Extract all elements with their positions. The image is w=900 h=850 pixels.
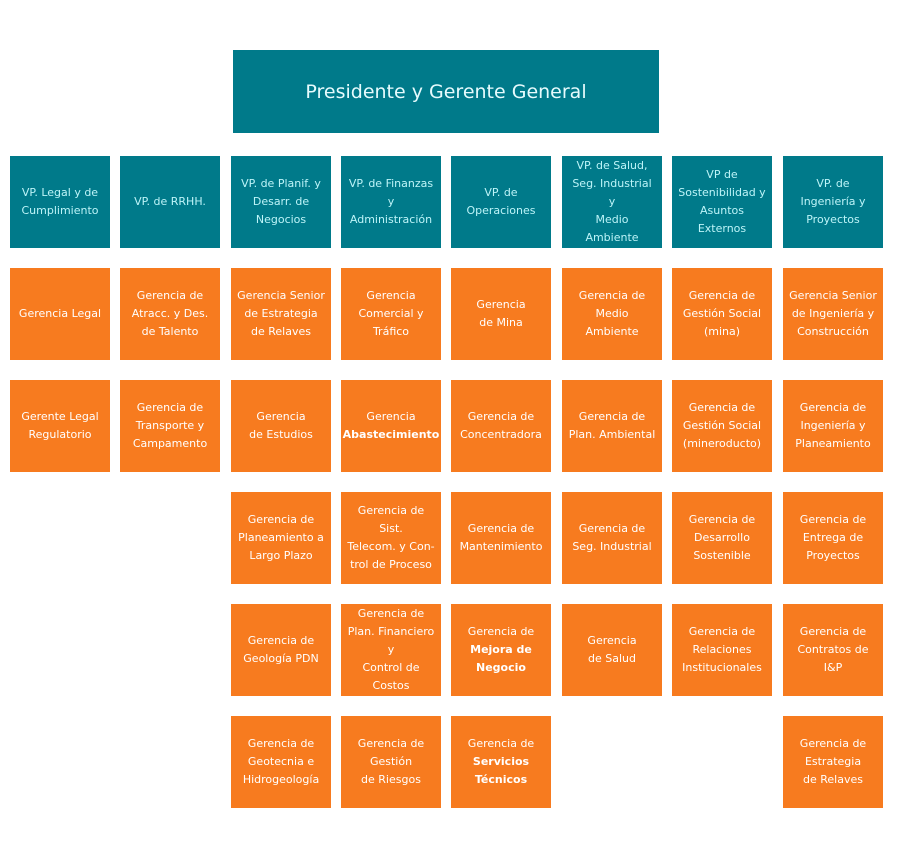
vp-label: VP de Sostenibilidad y Asuntos Externos [678,168,766,235]
gerencia-label: Gerencia Legal [18,307,102,320]
vp-label: VP. de RRHH. [134,195,206,208]
gerencia-label: Gerencia de Sist.Telecom. y Con-trol de … [347,504,435,571]
vp-box: VP. de Planif. y Desarr. de Negocios [231,156,331,248]
vp-label: VP. de Planif. y Desarr. de Negocios [241,177,321,226]
vp-box: VP. de Ingeniería y Proyectos [783,156,883,248]
vp-box: VP de Sostenibilidad y Asuntos Externos [672,156,772,248]
vp-box: VP. de Salud, Seg. Industrial y Medio Am… [562,156,662,248]
vp-box: VP. de Finanzas y Administración [341,156,441,248]
vp-box: VP. de Operaciones [451,156,551,248]
gerencia-box: Gerencia Legal [10,268,110,360]
vp-label: VP. de Operaciones [466,186,536,217]
vp-box: VP. de RRHH. [120,156,220,248]
vp-box: VP. Legal y de Cumplimiento [10,156,110,248]
vp-label: VP. Legal y de Cumplimiento [21,186,99,217]
vp-label: VP. de Salud, Seg. Industrial y Medio Am… [572,159,652,244]
gerencia-box: Gerencia de Sist.Telecom. y Con-trol de … [341,492,441,584]
vp-label: VP. de Finanzas y Administración [348,177,434,226]
president-box: Presidente y Gerente General [233,50,659,133]
president-label: Presidente y Gerente General [305,80,587,103]
vp-label: VP. de Ingeniería y Proyectos [800,177,866,226]
